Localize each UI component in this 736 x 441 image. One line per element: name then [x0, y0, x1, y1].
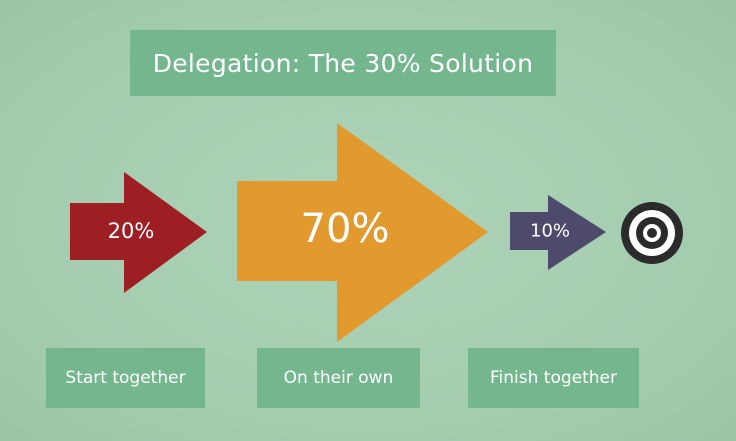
- arrow-start-together: [70, 172, 207, 293]
- label-on-their-own: On their own: [257, 348, 420, 408]
- percent-own: 70%: [300, 206, 390, 252]
- percent-finish: 10%: [529, 220, 571, 242]
- label-start-together: Start together: [46, 348, 205, 408]
- target-icon: [621, 202, 683, 264]
- label-finish-together: Finish together: [468, 348, 639, 408]
- arrow-on-their-own: [237, 123, 488, 342]
- percent-start: 20%: [107, 219, 155, 243]
- arrow-finish-together: [510, 195, 606, 270]
- diagram-title: Delegation: The 30% Solution: [130, 30, 556, 96]
